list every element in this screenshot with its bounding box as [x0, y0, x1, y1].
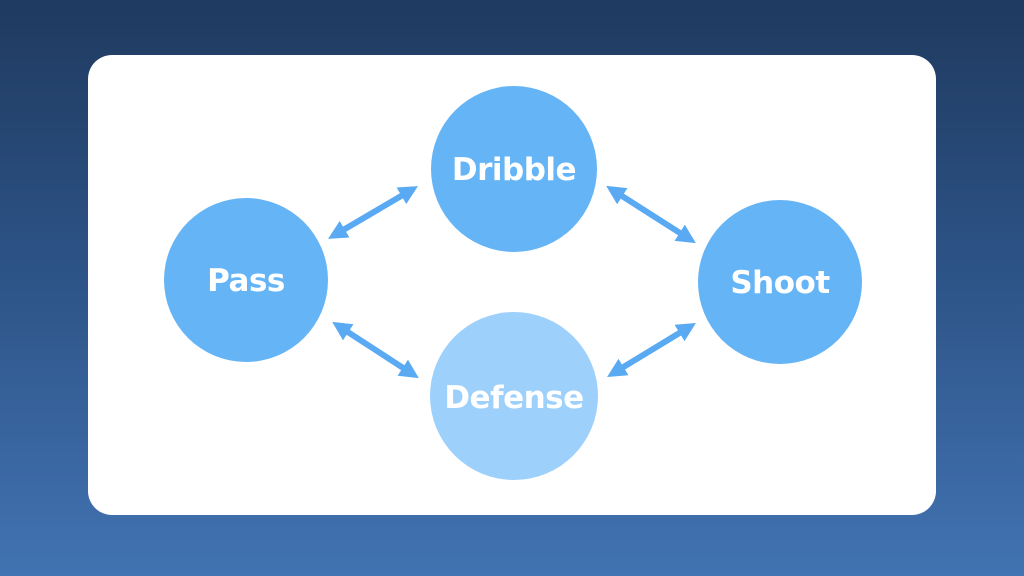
arrow-defense-shoot: [607, 323, 696, 377]
node-defense-circle: [430, 312, 598, 480]
node-shoot-circle: [698, 200, 862, 364]
node-dribble-circle: [431, 86, 597, 252]
node-dribble-label: Dribble: [452, 152, 576, 188]
arrow-dribble-shoot: [606, 185, 696, 244]
node-defense: Defense: [430, 312, 598, 480]
node-dribble: Dribble: [431, 86, 597, 252]
arrow-pass-dribble: [328, 186, 418, 239]
node-pass-label: Pass: [207, 263, 285, 299]
node-defense-label: Defense: [444, 380, 583, 416]
node-shoot: Shoot: [698, 200, 862, 364]
arrow-pass-defense: [332, 321, 419, 379]
node-pass-circle: [164, 198, 328, 362]
node-pass: Pass: [164, 198, 328, 362]
node-shoot-label: Shoot: [730, 265, 830, 301]
